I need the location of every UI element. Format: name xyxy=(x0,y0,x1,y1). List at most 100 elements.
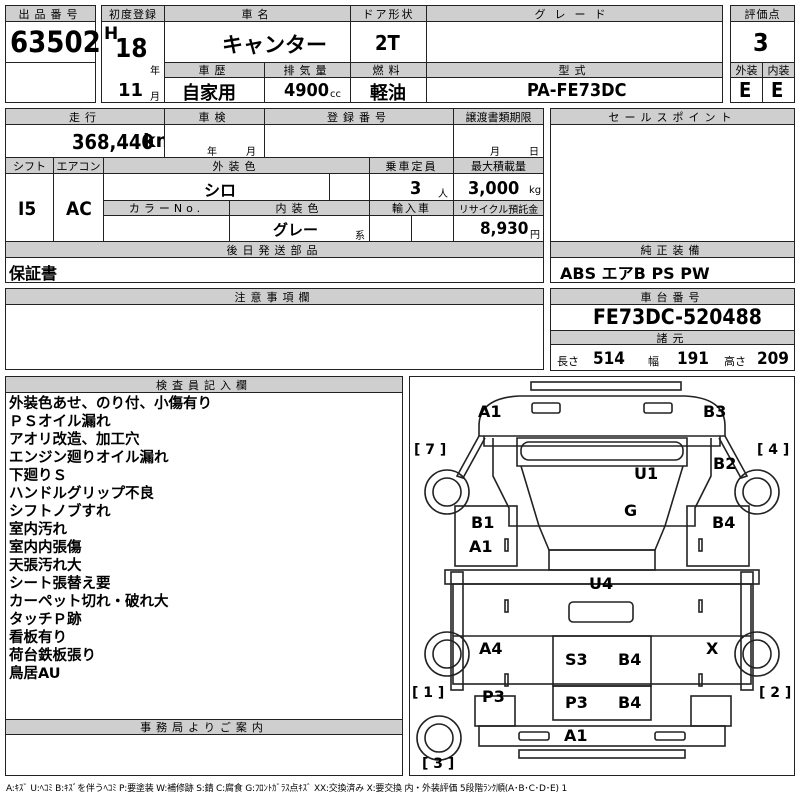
grade-label: グレード xyxy=(426,5,723,22)
bracket-label: [ 3 ] xyxy=(422,756,455,772)
inspector-cell xyxy=(5,392,403,720)
tire-front-right xyxy=(734,469,780,515)
recycle-label: リサイクル預託金 xyxy=(453,200,544,216)
genuine-cell xyxy=(550,257,795,283)
width: 191 xyxy=(677,349,709,369)
recycle: 8,930 xyxy=(480,219,529,239)
bracket-label: [ 1 ] xyxy=(412,685,445,701)
mark-e xyxy=(698,599,703,613)
roof-bar xyxy=(530,381,682,391)
windshield xyxy=(520,465,684,527)
color-no-label: カラーNo. xyxy=(103,200,230,216)
dmg-mark: X xyxy=(706,639,719,658)
inspector-note: タッチＰ跡 xyxy=(9,612,82,628)
ext-color-label: 外装色 xyxy=(103,157,370,174)
dmg-mark: A1 xyxy=(478,402,502,421)
ac: AC xyxy=(66,198,92,220)
reg-month: 11 xyxy=(118,80,144,101)
history: 自家用 xyxy=(182,83,236,104)
mark-f xyxy=(698,673,703,687)
dmg-mark: S3 xyxy=(565,650,588,669)
dmg-mark: B1 xyxy=(471,513,495,532)
dims-cell xyxy=(550,344,795,371)
front-bumper xyxy=(478,395,726,437)
ext-grade-label: 外装 xyxy=(730,62,763,78)
cab-front xyxy=(516,437,688,467)
grille xyxy=(520,441,684,461)
shift-cell xyxy=(5,173,54,242)
mileage: 368,440 xyxy=(72,130,154,154)
transfer-day-unit: 日 xyxy=(529,147,539,158)
reg-year: 18 xyxy=(115,34,148,64)
side-rail-left xyxy=(450,571,464,691)
fuel: 軽油 xyxy=(370,83,406,104)
ac-label: エアコン xyxy=(53,157,104,174)
front-lamp-right xyxy=(643,402,673,414)
capacity: 3 xyxy=(410,178,422,199)
int-grade-cell xyxy=(762,77,795,103)
dmg-mark: P3 xyxy=(565,693,588,712)
tailgate-lower xyxy=(552,685,652,721)
inspector-note: アオリ改造、加工穴 xyxy=(9,432,140,448)
max-load-label: 最大積載量 xyxy=(453,157,544,174)
rim-front-left xyxy=(432,477,462,507)
inspector-note: 荷台鉄板張り xyxy=(9,648,96,664)
genuine: ABS エアB PS PW xyxy=(560,264,710,283)
int-color-cell xyxy=(229,215,370,242)
ac-cell xyxy=(53,173,104,242)
inspector-note: 室内内張傷 xyxy=(9,540,82,556)
later-parts-cell xyxy=(5,257,544,283)
fuel-cell xyxy=(350,77,427,103)
lot-no: 63502 xyxy=(10,25,101,59)
inspection-label: 車検 xyxy=(164,108,265,125)
cab-rear xyxy=(548,549,656,571)
transfer-month-unit: 月 xyxy=(490,147,500,158)
dmg-mark: B2 xyxy=(713,454,737,473)
int-color-unit: 系 xyxy=(355,231,365,242)
int-color: グレー xyxy=(273,221,319,239)
year-unit: 年 xyxy=(150,66,160,77)
dmg-mark: U4 xyxy=(589,574,614,593)
mirror-left xyxy=(455,435,486,479)
lot-no-blank xyxy=(5,62,96,103)
fuel-label: 燃料 xyxy=(350,62,427,78)
caution-label: 注意事項欄 xyxy=(5,288,544,305)
dmg-mark: B3 xyxy=(703,402,727,421)
spare-rim xyxy=(424,723,454,753)
inspector-note: 室内汚れ xyxy=(9,522,67,538)
mark-b xyxy=(504,599,509,613)
month-unit: 月 xyxy=(150,92,160,103)
recycle-unit: 円 xyxy=(530,230,540,241)
inspector-note: 看板有り xyxy=(9,630,67,646)
dmg-mark: A4 xyxy=(479,639,503,658)
score-label: 評価点 xyxy=(730,5,795,22)
rim-rear-right xyxy=(742,639,772,669)
chassis-cell xyxy=(550,304,795,331)
rim-front-right xyxy=(742,477,772,507)
caution-cell xyxy=(5,304,544,370)
bracket-label: [ 4 ] xyxy=(757,442,790,458)
displacement-label: 排気量 xyxy=(264,62,351,78)
capacity-label: 乗車定員 xyxy=(369,157,454,174)
bracket-label: [ 2 ] xyxy=(759,685,792,701)
shift-label: シフト xyxy=(5,157,54,174)
dmg-mark: A1 xyxy=(564,726,588,745)
cab-right-side xyxy=(665,438,712,527)
import-cell-a xyxy=(369,215,412,242)
chassis-no: FE73DC-520488 xyxy=(593,305,762,329)
max-load: 3,000 xyxy=(468,178,520,199)
rear-bumper xyxy=(478,725,726,747)
reg-no-label: 登録番号 xyxy=(264,108,454,125)
car-name: キャンター xyxy=(222,33,327,57)
first-reg-cell xyxy=(101,21,165,103)
mileage-label: 走行 xyxy=(5,108,165,125)
later-parts-label: 後日発送部品 xyxy=(5,241,544,258)
lot-no-cell xyxy=(5,21,96,63)
bed-hatch xyxy=(568,601,634,623)
model-label: 型式 xyxy=(426,62,723,78)
inspector-note: 天張汚れ大 xyxy=(9,558,82,574)
rear-lamp-right xyxy=(654,731,686,741)
mirror-right xyxy=(718,435,749,479)
int-grade-label: 内装 xyxy=(762,62,795,78)
